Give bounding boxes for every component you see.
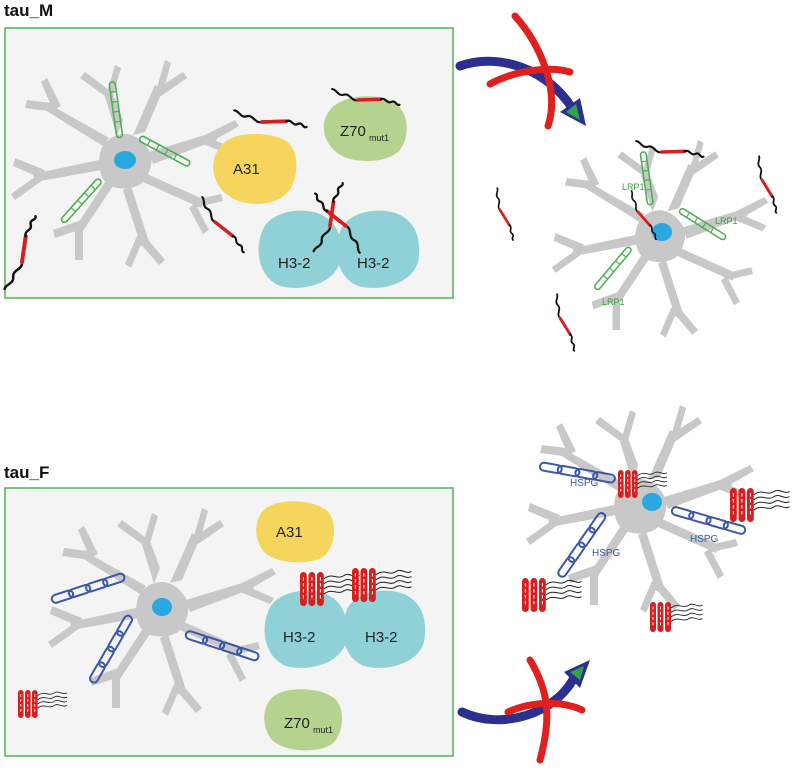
blocked-arrow-top xyxy=(455,12,586,130)
a31-protein: A31 xyxy=(213,133,297,204)
tau-monomer xyxy=(493,185,516,243)
h3-2-label-right: H3-2 xyxy=(365,629,398,646)
hspg-label: HSPG xyxy=(570,478,599,489)
nucleus xyxy=(642,493,662,511)
z70-protein: Z70 mut1 xyxy=(264,689,343,751)
tau-monomer xyxy=(553,291,577,354)
nucleus xyxy=(114,151,136,169)
tau-fibril xyxy=(521,577,583,613)
h3-2-dimer: H3-2 H3-2 xyxy=(258,210,420,288)
lrp1-label: LRP1 xyxy=(622,182,645,192)
panel-title-tau-f: tau_F xyxy=(4,463,49,482)
panel-title-tau-m: tau_M xyxy=(4,1,53,20)
a31-protein: A31 xyxy=(256,501,335,563)
z70-subscript: mut1 xyxy=(313,725,333,735)
h3-2-label-left: H3-2 xyxy=(278,255,311,272)
blocked-arrow-bottom xyxy=(457,656,590,764)
a31-label: A31 xyxy=(233,161,260,178)
nucleus xyxy=(152,598,172,616)
hspg-label: HSPG xyxy=(592,548,621,559)
lrp1-label: LRP1 xyxy=(715,216,738,226)
z70-label: Z70 xyxy=(284,715,310,732)
h3-2-label-left: H3-2 xyxy=(283,629,316,646)
neuron-hspg-outside: HSPG HSPG HSPG xyxy=(526,405,754,613)
a31-label: A31 xyxy=(276,524,303,541)
hspg-label: HSPG xyxy=(690,534,719,545)
neuron-lrp1-outside: LRP1 LRP1 LRP1 xyxy=(551,140,769,338)
lrp1-label: LRP1 xyxy=(602,297,625,307)
neuron-tau-f-box xyxy=(48,508,276,716)
neuron-tau-m-box xyxy=(11,60,239,268)
z70-protein: Z70 mut1 xyxy=(323,96,407,161)
nucleus xyxy=(652,223,672,241)
tau-fibril xyxy=(729,487,791,523)
h3-2-label-right: H3-2 xyxy=(357,255,390,272)
h3-2-dimer: H3-2 H3-2 xyxy=(264,590,426,668)
z70-label: Z70 xyxy=(340,123,366,140)
z70-subscript: mut1 xyxy=(369,133,389,143)
